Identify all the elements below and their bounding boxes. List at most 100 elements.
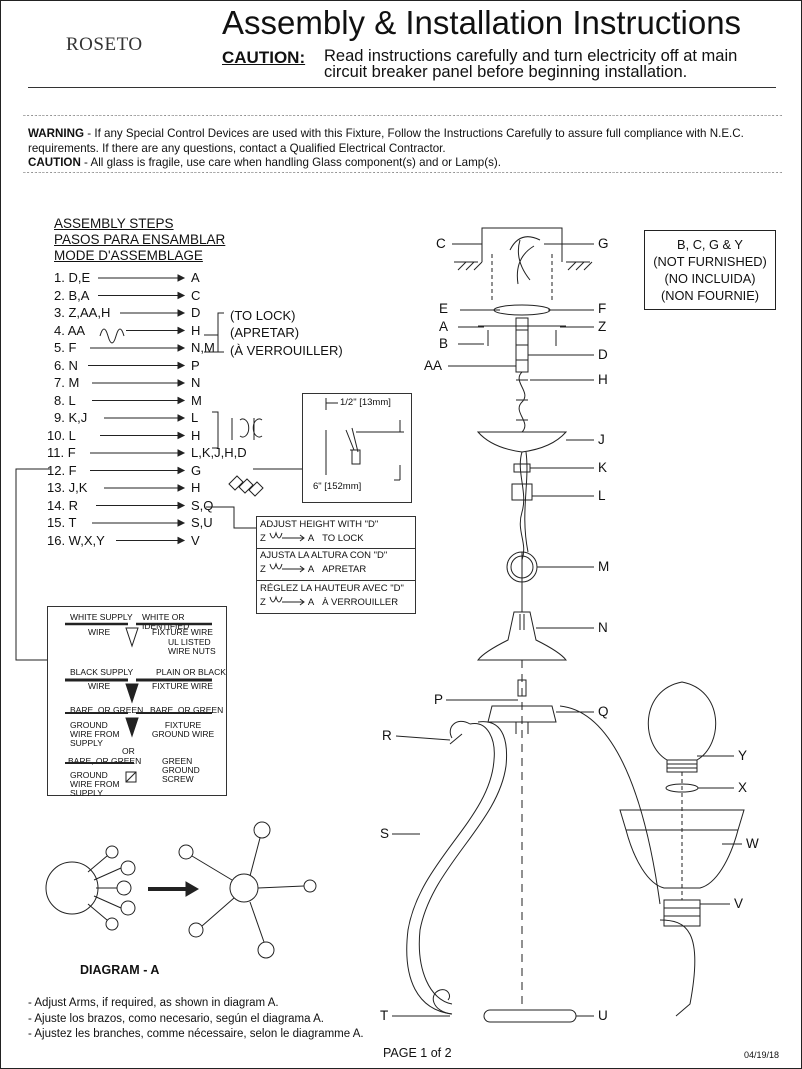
part-label-p: P (434, 692, 444, 707)
adjust-es: AJUSTA LA ALTURA CON "D" (260, 550, 388, 561)
step-7-from: 7. M (54, 375, 80, 390)
step-14-from: 14. R (47, 497, 79, 513)
fixture-body (487, 705, 557, 723)
part-label-e: E (439, 301, 449, 316)
part-label-h: H (598, 372, 608, 387)
part-label-g: G (598, 236, 609, 251)
step-arrowhead (177, 361, 186, 370)
lock-bracket (217, 312, 224, 353)
adjust-es-action: APRETAR (322, 564, 367, 575)
step-12-to: G (191, 462, 202, 478)
bare-green-2: BARE, OR GREEN (150, 705, 224, 715)
step-arrowhead (177, 326, 186, 335)
part-label-q: Q (598, 704, 609, 719)
note-en: - Adjust Arms, if required, as shown in … (28, 997, 279, 1009)
step-9-to: L (191, 410, 199, 425)
rotate-cw-icon (252, 418, 263, 438)
step-arrowhead (177, 484, 186, 492)
steps-heading-en: ASSEMBLY STEPS (54, 216, 174, 231)
nf-line-1: B, C, G & Y (677, 237, 743, 252)
step-14-to: S,Q (191, 497, 214, 513)
step-1-from: 1. D,E (54, 270, 91, 285)
part-label-t: T (380, 1008, 389, 1023)
wire-nuts-icon (228, 475, 264, 497)
bulb (647, 681, 717, 773)
adjust-fr-action: À VERROUILLER (322, 597, 399, 608)
chain (516, 371, 528, 433)
part-label-k: K (598, 460, 608, 475)
rotate-ccw-icon (239, 418, 250, 438)
asterisk-rule-top: ****************************************… (22, 115, 782, 121)
strip-length-bottom: 6" [152mm] (313, 481, 362, 492)
warning-text: - If any Special Control Devices are use… (28, 127, 744, 155)
step-arrowhead (177, 379, 186, 387)
white-supply: WHITE SUPPLY (70, 612, 133, 622)
glass-caution-text: - All glass is fragile, use care when ha… (80, 156, 501, 169)
step-10-from: 10. L (47, 427, 76, 443)
part-label-a: A (439, 319, 449, 334)
glass-caution-label: CAUTION (28, 156, 81, 169)
step-1-to: A (191, 270, 200, 285)
ground-from-supply-2: GROUND WIRE FROM SUPPLY (70, 770, 120, 798)
lock-es: (APRETAR) (230, 325, 300, 340)
body-cap (476, 611, 568, 661)
page-title: Assembly & Installation Instructions (222, 4, 742, 41)
green-ground-screw: GREEN GROUND SCREW (162, 756, 200, 784)
part-label-z: Z (598, 319, 607, 334)
black-supply: BLACK SUPPLY (70, 667, 134, 677)
step-8-from: 8. L (54, 392, 76, 408)
step-arrowhead (177, 449, 186, 457)
step-2-from: 2. B,A (54, 287, 90, 303)
step-15-to: S,U (191, 515, 213, 530)
step-arrowhead (177, 274, 186, 282)
fixture-wire-label-2: FIXTURE WIRE (152, 681, 213, 691)
part-label-w: W (746, 836, 759, 851)
step-3-from: 3. Z,AA,H (54, 305, 111, 320)
part-label-x: X (738, 780, 748, 795)
step-7-to: N (191, 375, 201, 390)
adjust-en-action: TO LOCK (322, 533, 364, 544)
part-label-v: V (734, 896, 744, 911)
step-16-to: V (191, 532, 200, 548)
page-number: PAGE 1 of 2 (383, 1046, 452, 1060)
adjust-en: ADJUST HEIGHT WITH "D" (260, 519, 379, 530)
brand-logo: ROSETO (66, 34, 143, 55)
steps-heading-fr: MODE D'ASSEMBLAGE (54, 248, 203, 263)
step-11-from: 11. F (47, 445, 76, 460)
step-10-to: H (191, 427, 201, 443)
step-4-from: 4. AA (54, 322, 86, 338)
step-6-to: P (191, 357, 200, 373)
nf-line-2: (NOT FURNISHED) (653, 254, 767, 269)
step-3-to: D (191, 305, 201, 320)
step-2-to: C (191, 287, 201, 303)
caution-label: CAUTION: (222, 48, 306, 67)
step-8-to: M (191, 392, 202, 408)
fixture-wire-label: FIXTURE WIRE (152, 627, 213, 637)
warning-label: WARNING (28, 127, 85, 140)
adjust-fr: RÉGLEZ LA HAUTEUR AVEC "D" (260, 583, 404, 594)
step-12-from: 12. F (47, 462, 77, 478)
step-arrowhead (177, 431, 186, 440)
ground-from-supply: GROUND WIRE FROM SUPPLY (70, 720, 120, 748)
step-arrowhead (177, 414, 186, 422)
step-arrowhead (177, 291, 186, 300)
step-arrowhead (177, 396, 186, 405)
wiring-diagram-box: WHITE SUPPLY WHITE OR IDENTIFIED WIRE FI… (47, 606, 227, 798)
part-label-c: C (436, 236, 446, 251)
strip-length-top: 1/2" [13mm] (340, 397, 391, 408)
outlet-box (481, 227, 563, 262)
revision-date: 04/19/18 (744, 1050, 780, 1060)
arm-adjust-notes: - Adjust Arms, if required, as shown in … (28, 996, 364, 1043)
wire-label: WIRE (88, 627, 111, 637)
step-4-to: H (191, 322, 201, 338)
or-label: OR (122, 746, 135, 756)
step-arrows (88, 274, 186, 545)
step-arrowhead (177, 344, 186, 352)
plain-black: PLAIN OR BLACK (156, 667, 226, 677)
part-label-aa: AA (424, 358, 443, 373)
